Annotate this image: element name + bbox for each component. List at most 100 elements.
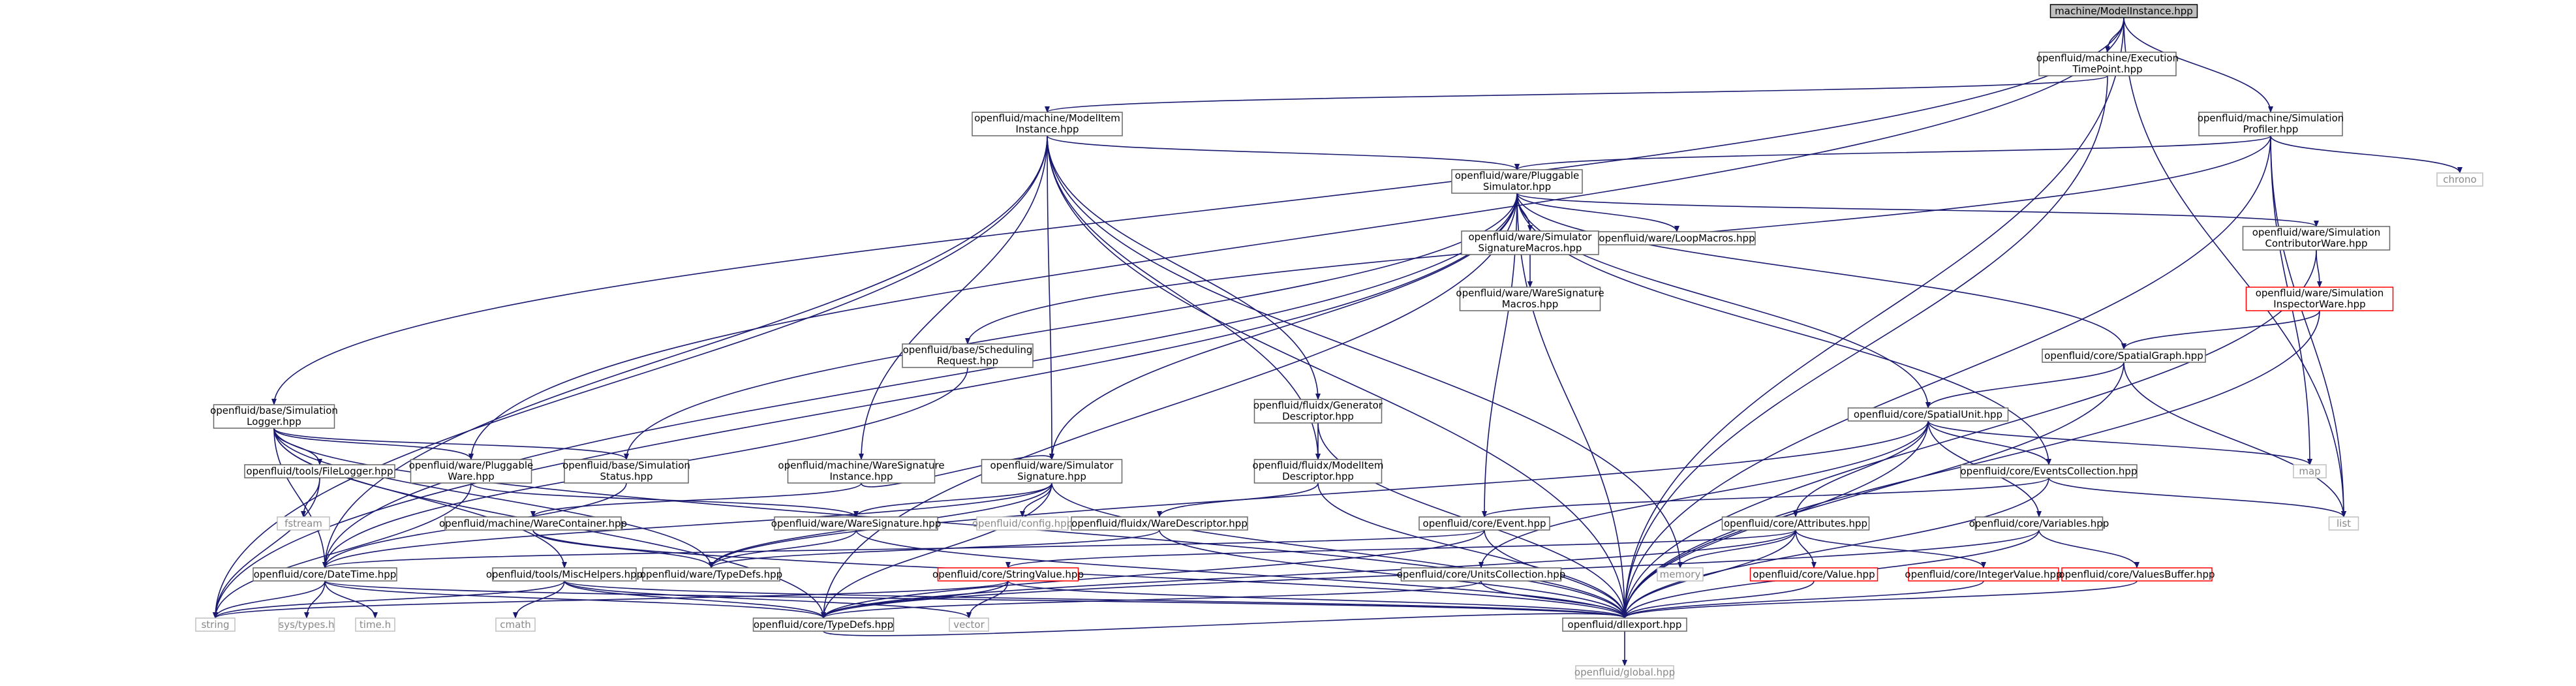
node-cec[interactable]: openfluid/core/EventsCollection.hpp (1960, 464, 2138, 478)
node-timeh[interactable]: time.h (355, 617, 395, 632)
node-box[interactable] (981, 459, 1123, 484)
node-box[interactable] (2042, 349, 2206, 363)
node-box[interactable] (564, 459, 689, 484)
node-dle[interactable]: openfluid/dllexport.hpp (1562, 617, 1687, 632)
node-box[interactable] (355, 617, 395, 632)
node-wssm[interactable]: openfluid/ware/SimulatorSignatureMacros.… (1461, 230, 1599, 255)
node-box[interactable] (277, 516, 330, 531)
node-box[interactable] (1400, 567, 1562, 582)
node-box[interactable] (195, 617, 236, 632)
node-box[interactable] (2061, 567, 2213, 582)
node-box[interactable] (2245, 287, 2394, 311)
node-mwc[interactable]: openfluid/machine/WareContainer.hpp (439, 516, 627, 531)
node-box[interactable] (1657, 567, 1704, 582)
node-wtd[interactable]: openfluid/ware/TypeDefs.hpp (640, 567, 782, 582)
node-csg[interactable]: openfluid/core/SpatialGraph.hpp (2042, 349, 2206, 363)
node-mwsi[interactable]: openfluid/machine/WareSignatureInstance.… (778, 459, 945, 484)
node-box[interactable] (1749, 567, 1878, 582)
node-box[interactable] (2049, 4, 2198, 18)
node-wsiw[interactable]: openfluid/ware/SimulationInspectorWare.h… (2245, 287, 2394, 311)
node-wws[interactable]: openfluid/ware/WareSignature.hpp (771, 516, 942, 531)
node-civ[interactable]: openfluid/core/IntegerValue.hpp (1905, 567, 2062, 582)
node-fwd[interactable]: openfluid/fluidx/WareDescriptor.hpp (1071, 516, 1248, 531)
node-box[interactable] (1721, 516, 1870, 531)
node-box[interactable] (937, 567, 1079, 582)
node-csv[interactable]: openfluid/core/StringValue.hpp (932, 567, 1084, 582)
node-box[interactable] (2242, 226, 2391, 251)
node-box[interactable] (1598, 231, 1756, 245)
node-box[interactable] (1418, 516, 1550, 531)
node-box[interactable] (278, 617, 335, 632)
node-wscw[interactable]: openfluid/ware/SimulationContributorWare… (2242, 226, 2391, 251)
node-string[interactable]: string (195, 617, 236, 632)
node-box[interactable] (949, 617, 989, 632)
node-box[interactable] (1459, 287, 1601, 311)
node-box[interactable] (752, 617, 895, 632)
node-box[interactable] (2038, 52, 2177, 76)
node-cfg[interactable]: openfluid/config.hpp (972, 516, 1073, 531)
node-box[interactable] (495, 617, 536, 632)
node-cdt[interactable]: openfluid/core/DateTime.hpp (253, 567, 397, 582)
node-systypes[interactable]: sys/types.h (278, 617, 335, 632)
node-box[interactable] (787, 459, 936, 484)
node-vector[interactable]: vector (949, 617, 989, 632)
node-box[interactable] (2328, 516, 2359, 531)
node-box[interactable] (1960, 464, 2138, 478)
node-box[interactable] (1575, 665, 1674, 679)
node-box[interactable] (213, 404, 335, 429)
node-mi[interactable]: machine/ModelInstance.hpp (2049, 4, 2198, 18)
node-box[interactable] (244, 464, 395, 478)
node-box[interactable] (1451, 169, 1583, 194)
node-box[interactable] (2198, 112, 2343, 136)
node-box[interactable] (410, 459, 532, 484)
node-box[interactable] (972, 112, 1123, 136)
node-cat[interactable]: openfluid/core/Attributes.hpp (1721, 516, 1870, 531)
node-box[interactable] (1974, 516, 2104, 531)
node-cvb[interactable]: openfluid/core/ValuesBuffer.hpp (2059, 567, 2215, 582)
node-fstream[interactable]: fstream (277, 516, 330, 531)
node-cmath[interactable]: cmath (495, 617, 536, 632)
node-box[interactable] (642, 567, 780, 582)
node-box[interactable] (1908, 567, 2059, 582)
node-box[interactable] (1071, 516, 1248, 531)
node-box[interactable] (253, 567, 397, 582)
node-box[interactable] (1253, 399, 1383, 424)
node-box[interactable] (774, 516, 938, 531)
node-box[interactable] (492, 567, 637, 582)
node-box[interactable] (444, 516, 622, 531)
node-cval[interactable]: openfluid/core/Value.hpp (1749, 567, 1878, 582)
node-cva[interactable]: openfluid/core/Variables.hpp (1969, 516, 2109, 531)
node-cuc[interactable]: openfluid/core/UnitsCollection.hpp (1397, 567, 1566, 582)
node-tmh[interactable]: openfluid/tools/MiscHelpers.hpp (486, 567, 643, 582)
node-ctd[interactable]: openfluid/core/TypeDefs.hpp (752, 617, 895, 632)
node-memory[interactable]: memory (1657, 567, 1704, 582)
node-glob[interactable]: openfluid/global.hpp (1574, 665, 1675, 679)
node-box[interactable] (2436, 172, 2483, 187)
node-wlm[interactable]: openfluid/ware/LoopMacros.hpp (1598, 231, 1756, 245)
node-list[interactable]: list (2328, 516, 2359, 531)
node-tfl[interactable]: openfluid/tools/FileLogger.hpp (244, 464, 395, 478)
node-box[interactable] (1562, 617, 1687, 632)
node-box[interactable] (1847, 407, 2009, 422)
node-box[interactable] (902, 343, 1034, 368)
node-csu[interactable]: openfluid/core/SpatialUnit.hpp (1847, 407, 2009, 422)
node-map[interactable]: map (2293, 464, 2327, 478)
node-box[interactable] (2293, 464, 2327, 478)
node-cev[interactable]: openfluid/core/Event.hpp (1418, 516, 1550, 531)
node-chrono[interactable]: chrono (2436, 172, 2483, 187)
node-box[interactable] (1461, 230, 1599, 255)
node-box[interactable] (1253, 459, 1383, 484)
node-box[interactable] (976, 516, 1069, 531)
